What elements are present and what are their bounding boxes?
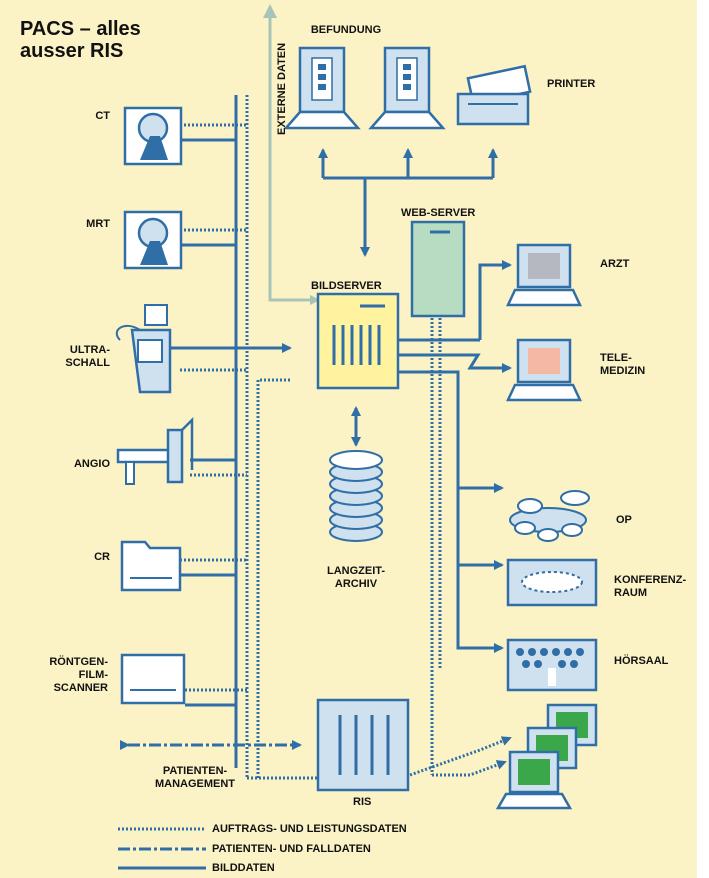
ultraschall-icon: [115, 304, 172, 394]
hoersaal-label: HÖRSAAL: [614, 655, 669, 667]
legend-patient: PATIENTEN- UND FALLDATEN: [212, 843, 371, 855]
page-title: PACS – alles ausser RIS: [20, 18, 141, 62]
cr-label: CR: [94, 551, 110, 563]
legend-bild: BILDDATEN: [212, 862, 275, 874]
patientenmanagement-label: PATIENTEN- MANAGEMENT: [154, 765, 236, 790]
telemedizin-monitor-icon: [506, 338, 582, 402]
printer-icon: [456, 64, 532, 126]
cr-icon: [120, 540, 182, 592]
op-label: OP: [616, 514, 632, 526]
modality-links: [170, 138, 292, 707]
bildserver-label: BILDSERVER: [311, 280, 382, 292]
befundung-label: BEFUNDUNG: [310, 24, 382, 36]
ris-icon: [316, 698, 410, 792]
web-server-label: WEB-SERVER: [401, 207, 476, 219]
page-margin: [697, 0, 709, 878]
langzeitarchiv-label: LANGZEIT- ARCHIV: [326, 565, 386, 590]
web-server-icon: [410, 220, 466, 318]
ris-label: RIS: [353, 796, 372, 808]
printer-label: PRINTER: [547, 78, 596, 90]
befundung-workstation-1: [283, 46, 361, 130]
angio-label: ANGIO: [73, 458, 110, 470]
scanner-icon: [120, 653, 186, 705]
web-ris-links: [409, 318, 512, 777]
ct-icon: [123, 106, 183, 166]
befundung-workstation-2: [368, 46, 446, 130]
order-bus: [180, 95, 320, 780]
externe-daten-label: EXTERNE DATEN: [276, 42, 288, 135]
legend-auftrag: AUFTRAGS- UND LEISTUNGSDATEN: [212, 823, 407, 835]
telemedizin-label: TELE- MEDIZIN: [600, 352, 646, 377]
mrt-label: MRT: [86, 218, 110, 230]
hoersaal-icon: [506, 638, 598, 692]
legend-lines: [118, 827, 206, 870]
angio-icon: [116, 416, 194, 485]
arzt-label: ARZT: [600, 258, 630, 270]
externe-daten-connector: [263, 4, 320, 305]
ultraschall-label: ULTRA- SCHALL: [65, 344, 110, 369]
ris-workstations-icon: [495, 703, 598, 810]
mrt-icon: [123, 210, 183, 270]
konferenzraum-icon: [506, 558, 598, 607]
output-links: [398, 260, 512, 653]
arzt-monitor-icon: [506, 243, 582, 307]
ct-label: CT: [95, 110, 110, 122]
archive-icon: [329, 450, 383, 542]
op-lamp-icon: [509, 490, 590, 542]
konferenzraum-label: KONFERENZ- RAUM: [614, 574, 687, 599]
befundung-links: [318, 148, 498, 257]
bildserver-icon: [316, 292, 400, 390]
scanner-label: RÖNTGEN- FILM- SCANNER: [49, 656, 108, 694]
